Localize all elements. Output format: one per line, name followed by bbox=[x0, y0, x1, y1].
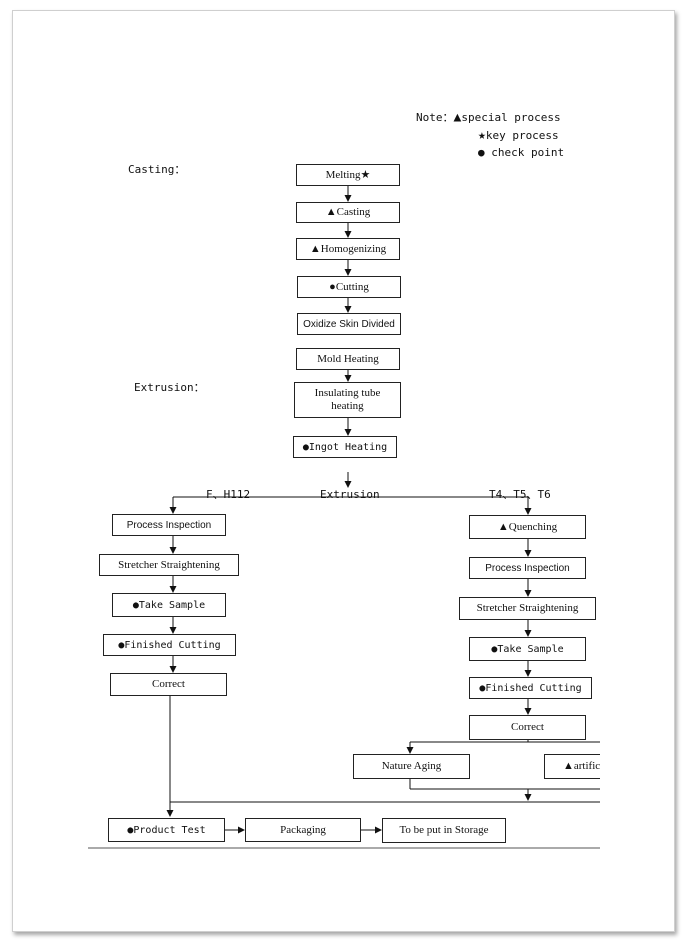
page-edge-mask bbox=[600, 740, 630, 800]
step-nature-aging: Nature Aging bbox=[353, 754, 470, 779]
right-take-sample: ●Take Sample bbox=[469, 637, 586, 661]
step-mold-heating: Mold Heating bbox=[296, 348, 400, 370]
right-correct: Correct bbox=[469, 715, 586, 740]
legend-check-point: ● check point bbox=[478, 146, 565, 159]
step-homogenizing: ▲Homogenizing bbox=[296, 238, 400, 260]
step-oxidize-skin-divided: Oxidize Skin Divided bbox=[297, 313, 401, 335]
left-correct: Correct bbox=[110, 673, 227, 696]
left-stretcher-straightening: Stretcher Straightening bbox=[99, 554, 239, 576]
legend-special-process: Note：▲special process bbox=[416, 110, 561, 125]
step-storage: To be put in Storage bbox=[382, 818, 506, 843]
right-finished-cutting: ●Finished Cutting bbox=[469, 677, 592, 699]
branch-label-extrusion: Extrusion bbox=[320, 488, 380, 501]
step-packaging: Packaging bbox=[245, 818, 361, 842]
left-take-sample: ●Take Sample bbox=[112, 593, 226, 617]
step-casting: ▲Casting bbox=[296, 202, 400, 223]
section-label-extrusion: Extrusion： bbox=[134, 381, 205, 394]
step-ingot-heating: ●Ingot Heating bbox=[293, 436, 397, 458]
right-quenching: ▲Quenching bbox=[469, 515, 586, 539]
step-product-test: ●Product Test bbox=[108, 818, 225, 842]
left-finished-cutting: ●Finished Cutting bbox=[103, 634, 236, 656]
step-melting: Melting★ bbox=[296, 164, 400, 186]
right-process-inspection: Process Inspection bbox=[469, 557, 586, 579]
right-stretcher-straightening: Stretcher Straightening bbox=[459, 597, 596, 620]
left-process-inspection: Process Inspection bbox=[112, 514, 226, 536]
branch-label-f-h112: F、H112 bbox=[206, 488, 251, 501]
branch-label-t4-t5-t6: T4、T5、T6 bbox=[489, 488, 551, 501]
legend-key-process: ★key process bbox=[478, 128, 559, 143]
section-label-casting: Casting： bbox=[128, 163, 186, 176]
step-insulating-tube-heating: Insulating tube heating bbox=[294, 382, 401, 418]
step-cutting: ●Cutting bbox=[297, 276, 401, 298]
